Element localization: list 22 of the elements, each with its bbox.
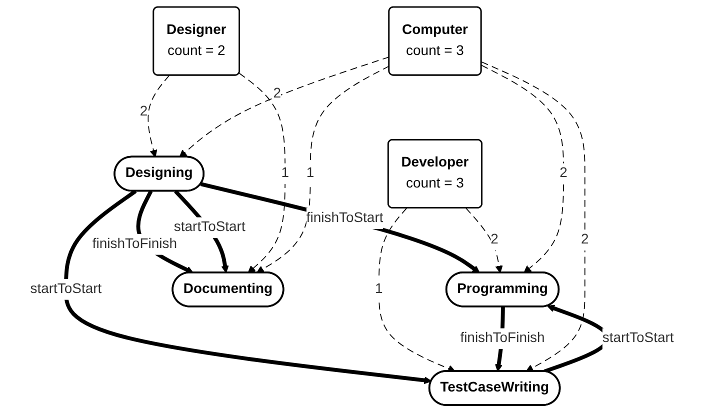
edge-label: 2	[581, 232, 589, 248]
arrow	[378, 208, 456, 372]
edge-label: 1	[306, 166, 314, 181]
arrow	[148, 75, 170, 158]
arrow	[179, 56, 390, 158]
arrow	[466, 208, 503, 274]
edge-label: 1	[281, 166, 289, 181]
arrow	[238, 72, 286, 274]
edge-label: 1	[375, 282, 383, 296]
edge-label: finishToFinish	[460, 330, 545, 346]
edge-label: 2	[273, 86, 281, 102]
arrow	[200, 182, 480, 274]
edge-label: finishToStart	[306, 210, 384, 226]
arrow	[481, 64, 564, 274]
edge-label: finishToFinish	[92, 236, 177, 252]
edge-label: 2	[140, 104, 148, 120]
edge-label: startToStart	[602, 330, 674, 346]
edge-label: 2	[560, 166, 568, 181]
arrow	[256, 66, 390, 274]
edge-label: 2	[490, 232, 498, 248]
edge-label: startToStart	[174, 220, 246, 235]
edge-label: startToStart	[30, 282, 102, 296]
